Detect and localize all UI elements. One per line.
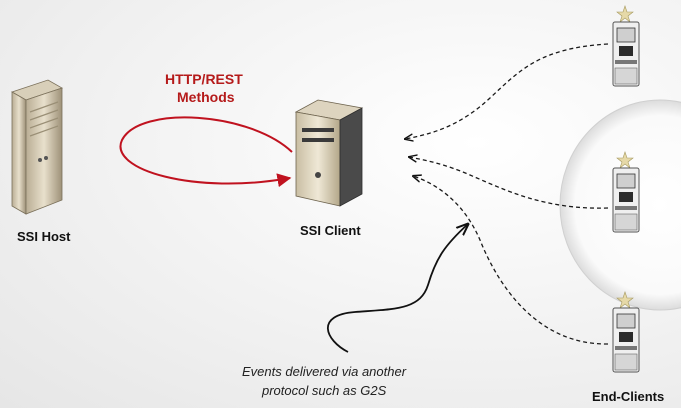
- ssi-client-server-icon: [294, 99, 364, 207]
- end-clients-label: End-Clients: [592, 389, 664, 404]
- http-rest-label: HTTP/REST: [165, 71, 243, 87]
- dashed-connector-top: [405, 43, 609, 139]
- events-note-line1: Events delivered via another: [242, 364, 407, 379]
- http-rest-loop-connector: [119, 116, 293, 188]
- ssi-host-server-icon: [11, 79, 63, 215]
- ssi-client-label: SSI Client: [300, 223, 361, 238]
- methods-label: Methods: [177, 89, 235, 105]
- events-note-line2: protocol such as G2S: [261, 383, 387, 398]
- dashed-connector-bottom: [413, 176, 609, 345]
- dashed-connector-middle: [409, 157, 609, 209]
- slot-machine-icon: [612, 151, 640, 233]
- slot-machine-icon: [612, 5, 640, 87]
- ssi-host-label: SSI Host: [17, 229, 71, 244]
- event-note-pointer: [326, 224, 468, 353]
- slot-machine-icon: [612, 291, 640, 373]
